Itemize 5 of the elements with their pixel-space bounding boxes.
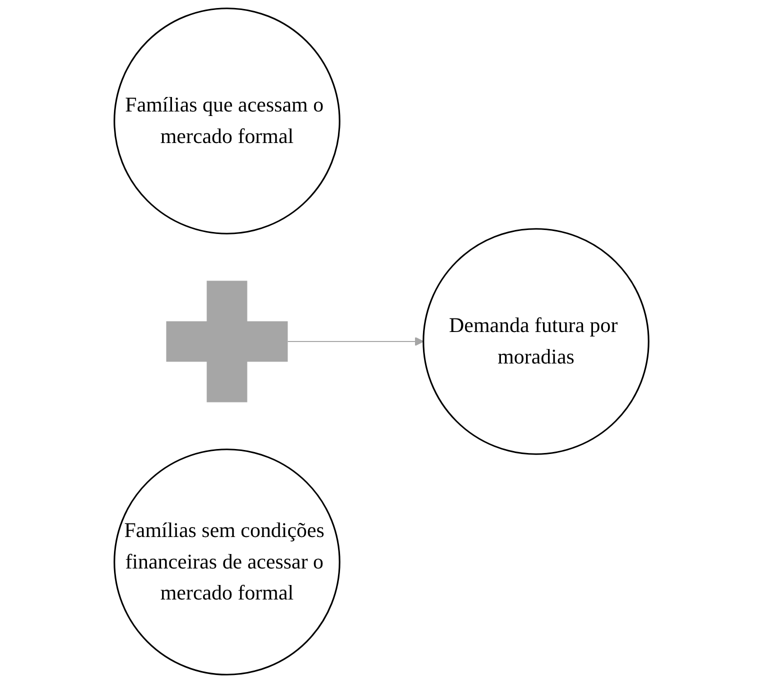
circle-node: Famílias sem condições financeiras de acessar o mercado formal xyxy=(114,448,340,676)
circle-node: Famílias que acessam o mercado formal xyxy=(114,8,340,234)
circle-node: Demanda futura por moradias xyxy=(422,228,650,455)
plus-sign xyxy=(166,280,288,402)
arrow xyxy=(288,336,424,346)
